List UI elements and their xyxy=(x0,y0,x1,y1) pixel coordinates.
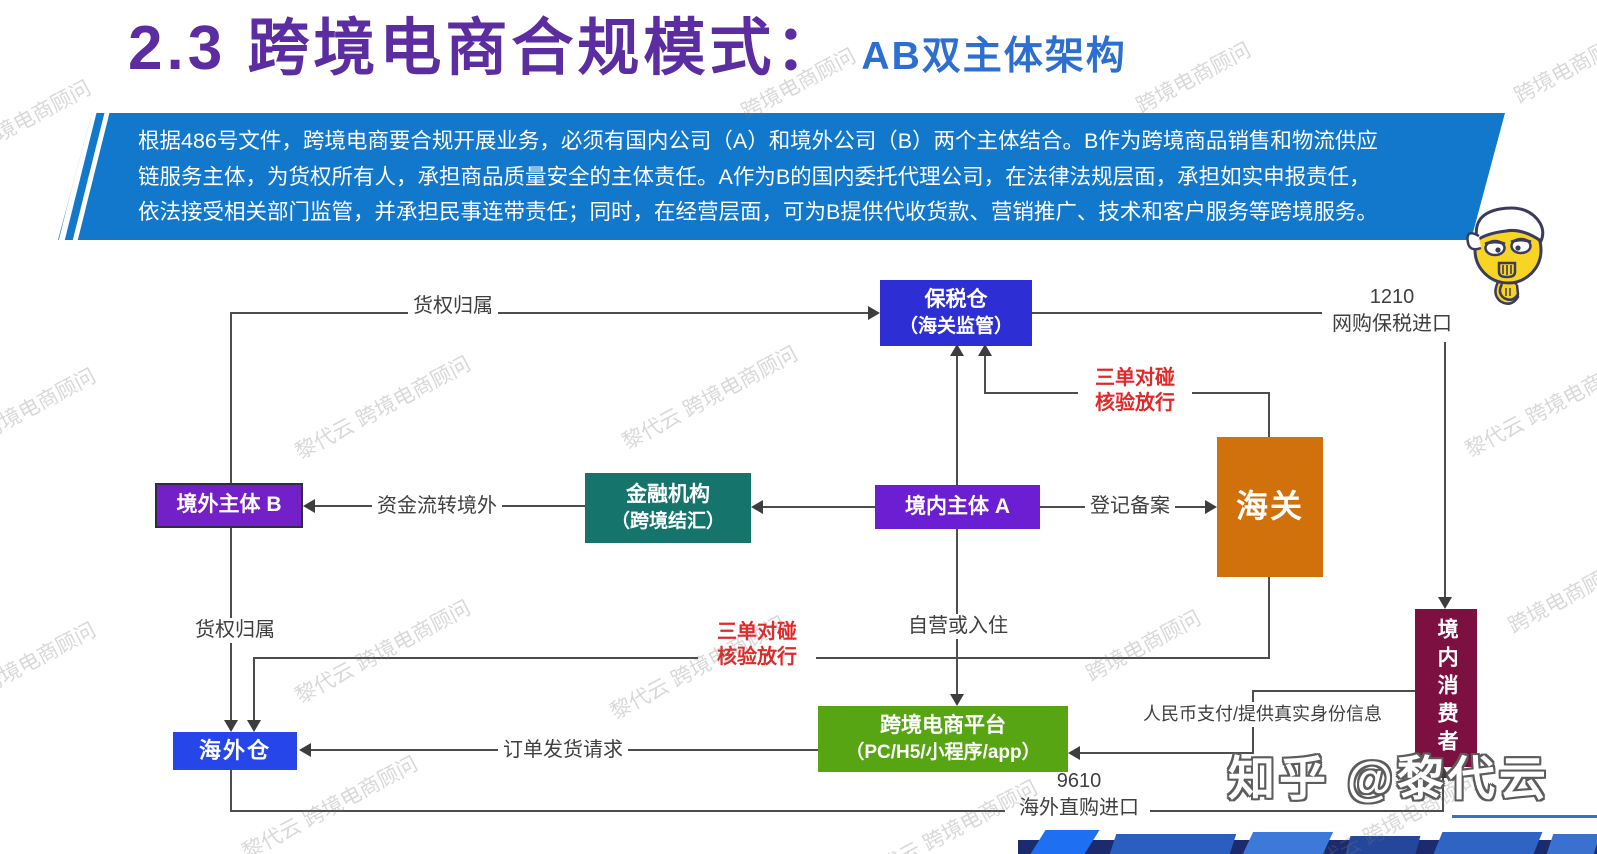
edge-label-rmb-payment: 人民币支付/提供真实身份信息 xyxy=(1138,702,1387,727)
connector-line xyxy=(230,770,232,812)
connector-line xyxy=(1442,776,1444,812)
node-bonded-warehouse-sublabel: （海关监管） xyxy=(898,316,1013,338)
connector-line xyxy=(1268,392,1270,437)
connector-line xyxy=(230,312,868,314)
node-domestic-entity-a: 境内主体 A xyxy=(875,485,1040,529)
connector-line xyxy=(1252,690,1415,692)
edge-label-9610: 9610 海外直购进口 xyxy=(998,768,1160,822)
strip-shape xyxy=(1433,832,1543,854)
arrowhead-icon xyxy=(303,499,315,513)
arrowhead-icon xyxy=(299,743,311,757)
arrowhead-icon xyxy=(978,344,992,356)
edge-label-9610-code: 9610 xyxy=(1056,770,1102,792)
edge-label-1210-code: 1210 xyxy=(1369,286,1415,308)
connector-line xyxy=(1444,342,1446,600)
node-overseas-entity-b: 境外主体 B xyxy=(155,483,303,528)
thinking-emoji-icon xyxy=(1466,206,1545,305)
node-ecommerce-platform-label: 跨境电商平台 xyxy=(880,714,1006,737)
watermark: 黎代云 跨境电商顾问 xyxy=(618,342,802,455)
connector-line xyxy=(1268,577,1270,658)
bottom-accent-line xyxy=(1452,815,1597,818)
watermark: 黎代云 跨境电商顾问 xyxy=(291,352,475,465)
node-bonded-warehouse: 保税仓 （海关监管） xyxy=(880,280,1032,346)
strip-shape xyxy=(1546,834,1597,854)
node-financial-institution-sublabel: （跨境结汇） xyxy=(610,511,725,533)
node-customs: 海关 xyxy=(1217,437,1323,577)
edge-label-1210-name: 网购保税进口 xyxy=(1332,313,1452,335)
edge-label-self-operate: 自营或入住 xyxy=(903,614,1013,639)
arrowhead-icon xyxy=(1438,597,1452,609)
node-financial-institution-label: 金融机构 xyxy=(626,483,710,506)
arrowhead-icon xyxy=(751,500,763,514)
node-customs-label: 海关 xyxy=(1235,488,1304,525)
connector-line xyxy=(1032,312,1322,314)
arrowhead-icon xyxy=(224,720,238,732)
connector-line xyxy=(230,313,232,483)
watermark: 跨境电商顾问 xyxy=(1504,558,1597,639)
node-bonded-warehouse-label: 保税仓 xyxy=(924,288,988,311)
edge-label-ownership-left: 货权归属 xyxy=(190,618,280,643)
watermark: 跨境电商顾问 xyxy=(0,618,100,699)
node-financial-institution: 金融机构 （跨境结汇） xyxy=(585,473,751,543)
watermark: 跨境电商顾问 xyxy=(1132,38,1255,119)
arrowhead-icon xyxy=(868,306,880,320)
edge-label-ownership-top: 货权归属 xyxy=(408,294,498,319)
arrowhead-icon xyxy=(950,694,964,706)
edge-label-three-docs-bottom-line2: 核验放行 xyxy=(717,646,797,668)
banner-line-2: 链服务主体，为货权所有人，承担商品质量安全的主体责任。A作为B的国内委托代理公司… xyxy=(138,164,1371,189)
watermark: 跨境电商顾问 xyxy=(0,76,95,157)
connector-line xyxy=(984,356,986,394)
connector-line xyxy=(956,529,958,697)
edge-label-9610-name: 海外直购进口 xyxy=(1019,797,1139,819)
watermark: 跨境电商顾问 xyxy=(1082,606,1205,687)
title-row: 2.3 跨境电商合规模式： AB双主体架构 xyxy=(128,10,1127,88)
edge-label-three-docs-top-line1: 三单对碰 xyxy=(1095,367,1175,389)
connector-line xyxy=(763,506,875,508)
arrowhead-icon xyxy=(1436,766,1450,778)
edge-label-registration: 登记备案 xyxy=(1085,494,1175,519)
watermark: 跨境电商顾问 xyxy=(1510,28,1597,109)
thinking-emoji-sticker xyxy=(1462,198,1552,311)
strip-shape xyxy=(1345,836,1421,854)
banner-line-1: 根据486号文件，跨境电商要合规开展业务，必须有国内公司（A）和境外公司（B）两… xyxy=(138,129,1378,153)
watermark: 黎代云 跨境电商顾问 xyxy=(291,596,475,709)
node-overseas-entity-b-label: 境外主体 B xyxy=(176,493,282,517)
node-domestic-consumer-label: 境内消费者 xyxy=(1435,618,1459,758)
intro-banner: 根据486号文件，跨境电商要合规开展业务，必须有国内公司（A）和境外公司（B）两… xyxy=(58,113,1505,240)
arrowhead-icon xyxy=(950,344,964,356)
connector-line xyxy=(1150,810,1442,812)
arrowhead-icon xyxy=(1205,500,1217,514)
page-subtitle: AB双主体架构 xyxy=(861,35,1127,78)
edge-label-1210: 1210 网购保税进口 xyxy=(1307,284,1477,338)
connector-line xyxy=(956,356,958,485)
connector-line xyxy=(230,810,1005,812)
node-overseas-warehouse: 海外仓 xyxy=(173,732,297,770)
edge-label-funds-transfer: 资金流转境外 xyxy=(372,494,502,519)
node-overseas-warehouse-label: 海外仓 xyxy=(198,738,271,764)
arrowhead-icon xyxy=(247,720,261,732)
node-ecommerce-platform-sublabel: （PC/H5/小程序/app） xyxy=(845,742,1041,764)
banner-line-3: 依法接受相关部门监管，并承担民事连带责任；同时，在经营层面，可为B提供代收货款、… xyxy=(138,200,1378,224)
arrowhead-icon xyxy=(1068,746,1080,760)
page-title: 2.3 跨境电商合规模式： xyxy=(128,14,842,83)
author-signature: 知乎 @黎代云 xyxy=(1228,752,1550,805)
watermark: 跨境电商顾问 xyxy=(0,364,100,445)
connector-line xyxy=(253,657,255,721)
edge-label-three-docs-bottom-line1: 三单对碰 xyxy=(717,621,797,643)
strip-shape xyxy=(1109,834,1237,854)
bottom-decoration-strip xyxy=(1018,830,1597,854)
edge-label-three-docs-top-line2: 核验放行 xyxy=(1095,392,1175,414)
banner-text: 根据486号文件，跨境电商要合规开展业务，必须有国内公司（A）和境外公司（B）两… xyxy=(138,124,1465,231)
node-domestic-consumer: 境内消费者 xyxy=(1415,609,1477,767)
node-ecommerce-platform: 跨境电商平台 （PC/H5/小程序/app） xyxy=(818,706,1068,772)
edge-label-three-docs-top: 三单对碰 核验放行 xyxy=(1078,366,1192,416)
edge-label-order-request: 订单发货请求 xyxy=(498,738,628,763)
watermark: 黎代云 跨境电商顾问 xyxy=(1461,350,1597,463)
connector-line xyxy=(1080,752,1254,754)
edge-label-three-docs-bottom: 三单对碰 核验放行 xyxy=(698,620,816,670)
node-domestic-entity-a-label: 境内主体 A xyxy=(905,494,1010,518)
strip-shape xyxy=(1242,832,1334,854)
